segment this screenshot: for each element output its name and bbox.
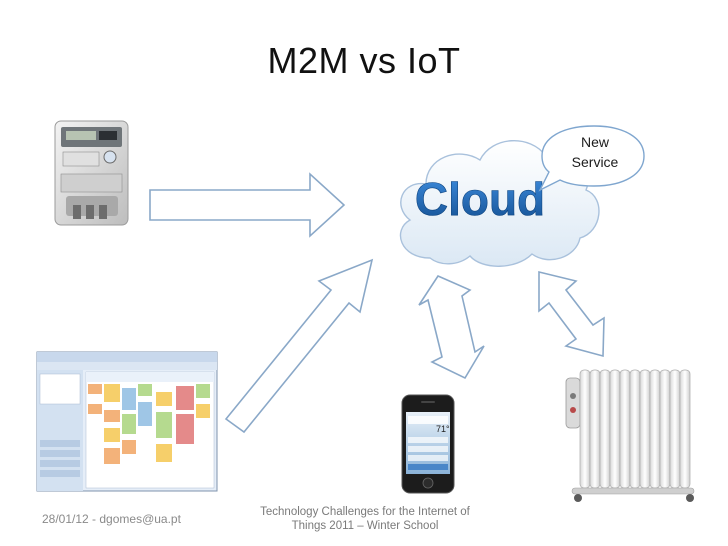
calendar-app-image [36,351,218,492]
arrow-meter-to-cloud [149,172,346,238]
callout-line-1: New [580,134,609,150]
radiator-image [565,369,695,502]
callout-line-2: Service [571,154,619,170]
smart-meter-image [54,120,129,226]
arrow-cloud-phone [418,274,485,380]
footer-date-author: 28/01/12 - dgomes@ua.pt [42,512,181,526]
footer-event: Technology Challenges for the Internet o… [258,505,472,533]
slide-title: M2M vs IoT [267,40,461,81]
footer-event-line-1: Technology Challenges for the Internet o… [260,506,470,518]
footer-event-line-2: Things 2011 – Winter School [291,520,439,532]
arrow-calendar-to-cloud [224,258,374,434]
new-service-callout [538,125,645,192]
cloud-label: Cloud [415,173,545,225]
callout-text: New Service [557,132,633,172]
smartphone-image: 71° [401,394,455,494]
arrow-cloud-radiator [538,270,605,358]
phone-temperature: 71° [436,424,450,434]
